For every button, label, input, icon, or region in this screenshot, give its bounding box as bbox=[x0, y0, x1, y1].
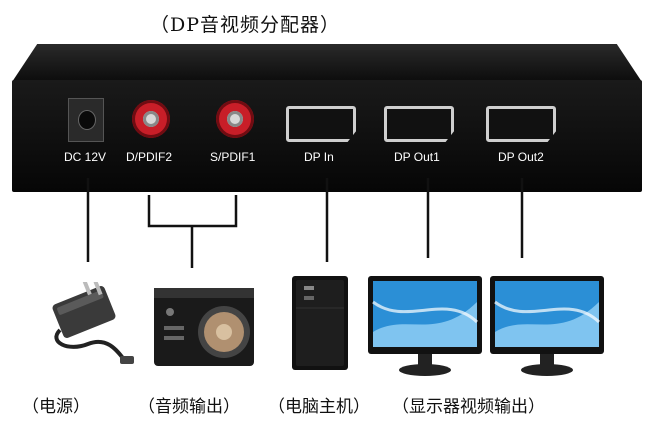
spdif1-rca-jack bbox=[216, 100, 254, 138]
power-caption: （电源） bbox=[22, 397, 90, 417]
dc-port-label: DC 12V bbox=[64, 150, 107, 164]
dp-out1-port bbox=[384, 106, 454, 142]
dp-in-port-label: DP In bbox=[304, 150, 334, 164]
spdif1-port-label: S/PDIF1 bbox=[210, 150, 256, 164]
dp-out1-port-label: DP Out1 bbox=[394, 150, 440, 164]
audio-bracket bbox=[147, 195, 238, 228]
monitor-icon bbox=[490, 276, 604, 376]
dc-power-jack bbox=[68, 98, 104, 142]
dp-out2-port bbox=[486, 106, 556, 142]
audio-caption: （音频输出） bbox=[138, 397, 240, 417]
spdif2-port-label: D/PDIF2 bbox=[126, 150, 173, 164]
dp-out2-port-label: DP Out2 bbox=[498, 150, 544, 164]
pc-tower-icon bbox=[292, 276, 348, 370]
monitor-icon bbox=[368, 276, 482, 376]
display-caption: （显示器视频输出） bbox=[392, 397, 545, 417]
diagram-title: （DP音视频分配器） bbox=[150, 14, 341, 36]
dp-splitter-device: DC 12V D/PDIF2 S/PDIF1 DP In DP Out1 DP … bbox=[12, 44, 642, 194]
dp-in-port bbox=[286, 106, 356, 142]
pc-caption: （电脑主机） bbox=[268, 397, 370, 417]
power-adapter-icon bbox=[52, 282, 134, 364]
spdif2-rca-jack bbox=[132, 100, 170, 138]
subwoofer-speaker-icon bbox=[154, 288, 254, 366]
device-top-panel bbox=[12, 44, 642, 82]
